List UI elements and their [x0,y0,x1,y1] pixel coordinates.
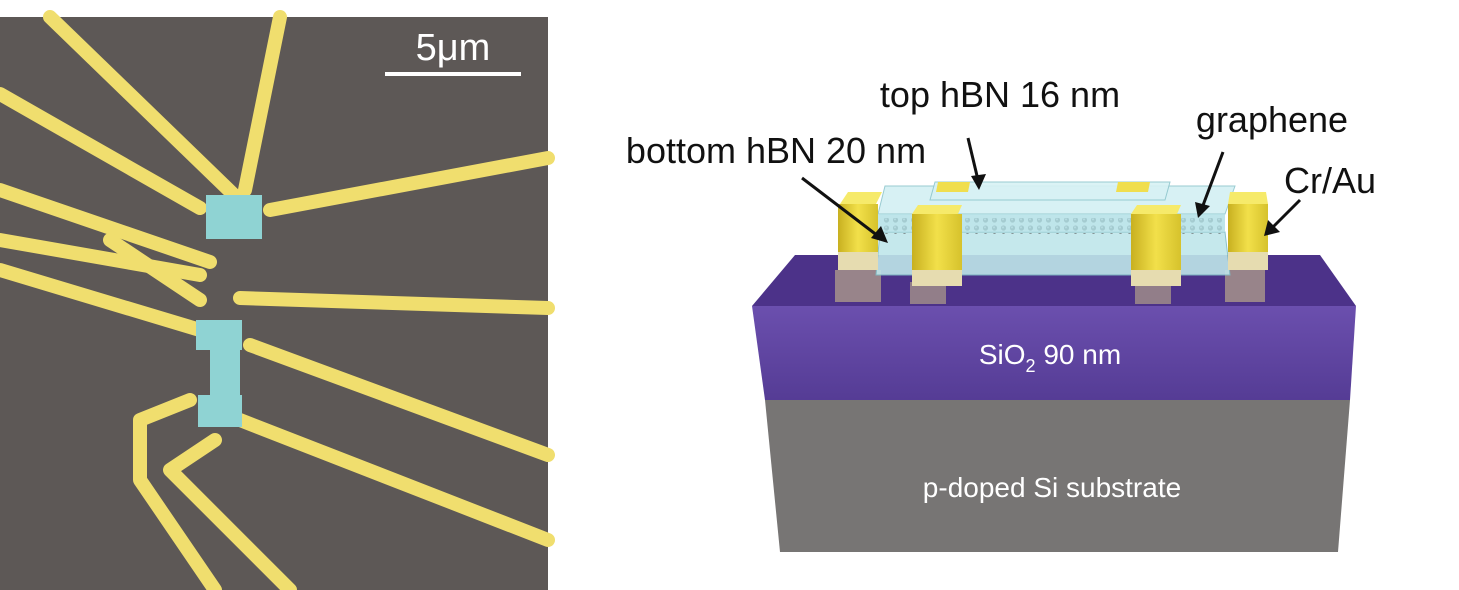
label-graphene: graphene [1196,99,1348,140]
arrow-top-hbn [966,137,980,181]
contact-back-right [1116,182,1150,192]
lead-7 [233,291,555,315]
arrowhead-bottom-hbn [871,226,888,243]
lead-4 [0,233,207,282]
lead-13 [233,413,555,547]
lead-12 [163,433,297,590]
lead-8 [243,338,555,462]
lead-2 [0,87,207,215]
sio2-label: SiO2 90 nm [979,339,1121,376]
reflection-right [1225,270,1265,302]
annotation-arrows [801,137,1302,243]
arrowhead-top-hbn [971,174,986,190]
arrow-bottom-hbn [801,176,879,238]
hbn-flakes [196,195,262,427]
flake-upper [206,195,262,239]
reflection-mid-2 [1135,282,1171,304]
arrow-crau [1270,198,1302,230]
scale-bar-label: 5μm [416,27,491,69]
label-crau: Cr/Au [1284,160,1376,201]
sio2-label-main: SiO [979,339,1026,370]
contact-inner-left-base [912,270,962,286]
sio2-label-subscript: 2 [1026,356,1036,376]
label-top-hbn: top hBN 16 nm [880,74,1120,115]
lead-9 [103,233,207,307]
contact-inner-left-top [912,205,962,214]
lead-11 [133,393,222,590]
top-hbn-cross-top [929,181,1171,201]
optical-micrograph: 5μm [0,10,555,590]
lead-3 [0,183,217,269]
sio2-front-face [752,306,1356,400]
arrowhead-graphene [1195,202,1210,218]
device-schematic: p-doped Si substrate SiO2 90 nm [626,74,1376,552]
reflection-mid-1 [910,282,946,304]
lead-1 [43,10,242,203]
contact-left-base [838,252,878,270]
flake-lower-bottom [198,395,242,427]
contact-left-top [840,192,882,204]
contacts [838,182,1268,286]
label-bottom-hbn: bottom hBN 20 nm [626,130,926,171]
substrate-label: p-doped Si substrate [923,472,1181,503]
arrowhead-crau [1264,220,1280,236]
sio2-label-suffix: 90 nm [1036,339,1122,370]
contact-right-base [1228,252,1268,270]
contact-right-top [1228,192,1268,204]
contact-inner-right-base [1131,270,1181,286]
reflection-left [835,270,881,302]
contact-inner-right-top [1131,205,1181,214]
gold-leads [0,10,555,590]
arrow-graphene [1200,151,1225,209]
contact-back-left [936,182,970,192]
lead-10 [0,263,207,337]
lead-6 [263,151,555,217]
si-substrate [765,400,1350,552]
lead-5 [238,10,287,197]
